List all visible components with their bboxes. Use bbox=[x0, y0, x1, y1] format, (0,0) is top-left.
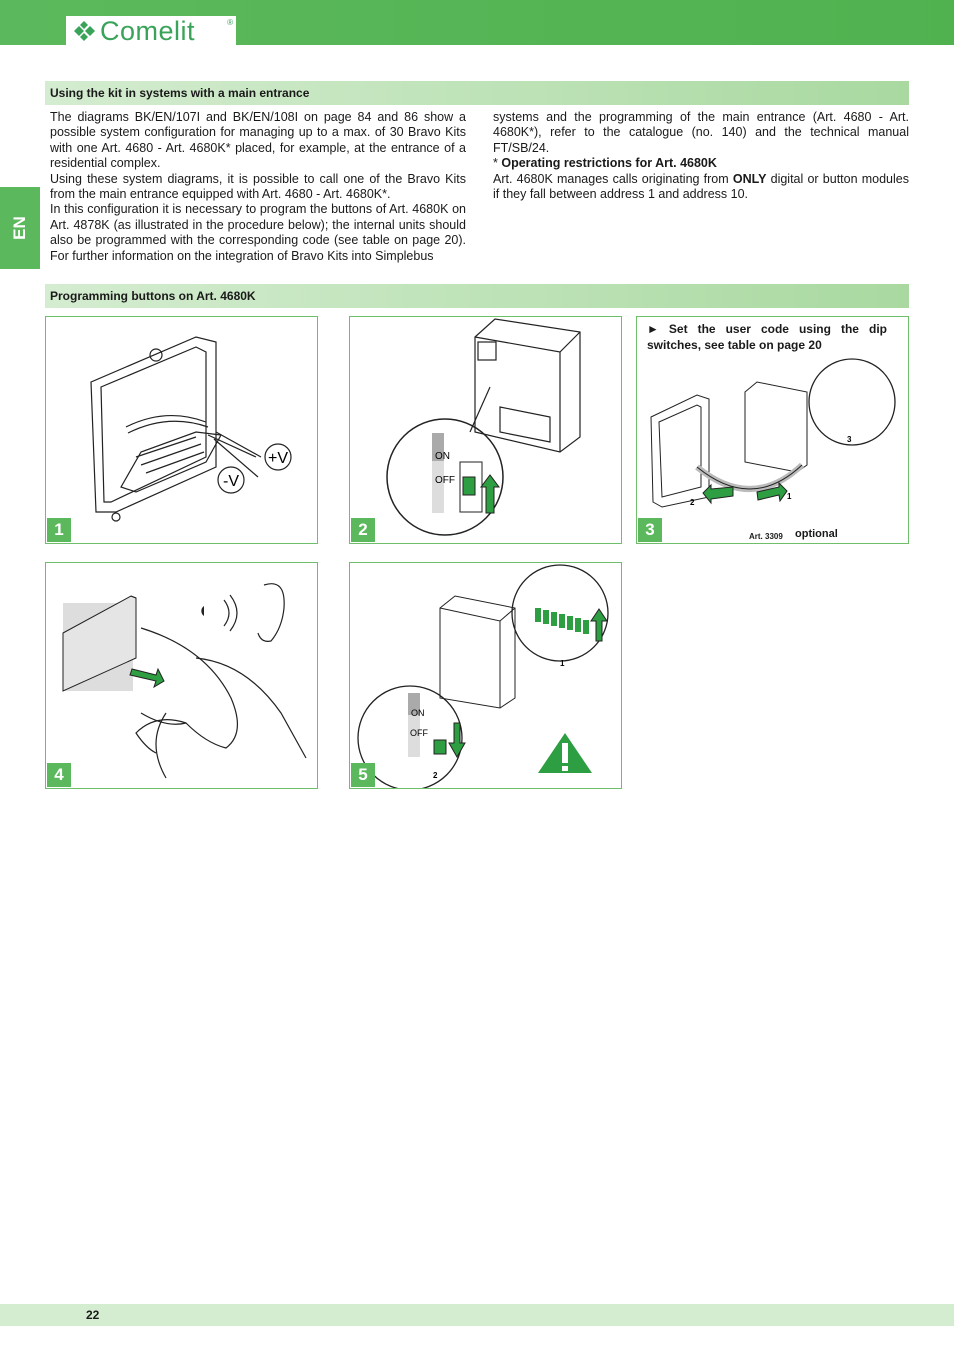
off-label: OFF bbox=[435, 475, 455, 486]
step-number: 2 bbox=[351, 518, 375, 542]
step-number: 3 bbox=[638, 518, 662, 542]
callout-1: 1 bbox=[787, 492, 792, 501]
step-2-illustration: ON OFF bbox=[386, 318, 581, 536]
footer-bar bbox=[0, 1304, 954, 1326]
section-title-programming: Programming buttons on Art. 4680K bbox=[45, 284, 909, 308]
paragraph: In this configuration it is necessary to… bbox=[50, 202, 466, 263]
callout-3: 3 bbox=[847, 435, 852, 444]
section-title-main-entrance: Using the kit in systems with a main ent… bbox=[45, 81, 909, 105]
step-number: 1 bbox=[47, 518, 71, 542]
callout-1: 1 bbox=[560, 659, 565, 668]
logo-diamond-icon bbox=[70, 20, 98, 42]
step-5-illustration: ON OFF 1 2 bbox=[357, 564, 609, 788]
step-1-panel: +V -V 1 bbox=[45, 316, 318, 544]
art-3309-label: Art. 3309 bbox=[749, 532, 783, 541]
step-number: 5 bbox=[351, 763, 375, 787]
step-3-panel: ► Set the user code using the dip switch… bbox=[636, 316, 909, 544]
paragraph: Using these system diagrams, it is possi… bbox=[50, 171, 466, 202]
language-tab-label: EN bbox=[10, 216, 29, 240]
step-number: 4 bbox=[47, 763, 71, 787]
restriction-text-a: Art. 4680K manages calls originating fro… bbox=[493, 171, 733, 186]
asterisk: * bbox=[493, 156, 502, 171]
restriction-title: Operating restrictions for Art. 4680K bbox=[501, 156, 717, 171]
callout-2: 2 bbox=[433, 771, 438, 780]
left-text-column: The diagrams BK/EN/107I and BK/EN/108I o… bbox=[50, 110, 466, 264]
logo-text: Comelit bbox=[100, 16, 196, 46]
optional-label: optional bbox=[795, 528, 838, 540]
language-tab: EN bbox=[0, 187, 40, 269]
page-number: 22 bbox=[86, 1308, 100, 1322]
on-label: ON bbox=[435, 451, 450, 462]
plus-v-label: +V bbox=[268, 450, 288, 467]
comelit-logo: Comelit ® bbox=[66, 16, 236, 46]
restriction-text-b: digital or button modules if they fall b… bbox=[493, 171, 909, 202]
step-4-panel: 4 bbox=[45, 562, 318, 789]
paragraph: The diagrams BK/EN/107I and BK/EN/108I o… bbox=[50, 110, 466, 171]
restriction-only: ONLY bbox=[732, 171, 767, 186]
callout-2: 2 bbox=[690, 498, 695, 507]
step-2-panel: ON OFF 2 bbox=[349, 316, 622, 544]
step-1-illustration: +V -V bbox=[90, 336, 292, 522]
restriction-heading: * Operating restrictions for Art. 4680K bbox=[493, 156, 909, 171]
on-label: ON bbox=[411, 708, 425, 718]
off-label: OFF bbox=[410, 728, 428, 738]
right-text-column: systems and the programming of the main … bbox=[493, 110, 909, 202]
step-4-illustration bbox=[62, 583, 307, 779]
restriction-text: Art. 4680K manages calls originating fro… bbox=[493, 172, 909, 203]
paragraph: systems and the programming of the main … bbox=[493, 110, 909, 155]
registered-mark: ® bbox=[227, 18, 233, 27]
step-3-instruction: ► Set the user code using the dip switch… bbox=[647, 322, 887, 352]
step-3-illustration: 1 2 3 bbox=[650, 358, 896, 508]
step-5-panel: ON OFF 1 2 5 bbox=[349, 562, 622, 789]
minus-v-label: -V bbox=[223, 473, 239, 490]
